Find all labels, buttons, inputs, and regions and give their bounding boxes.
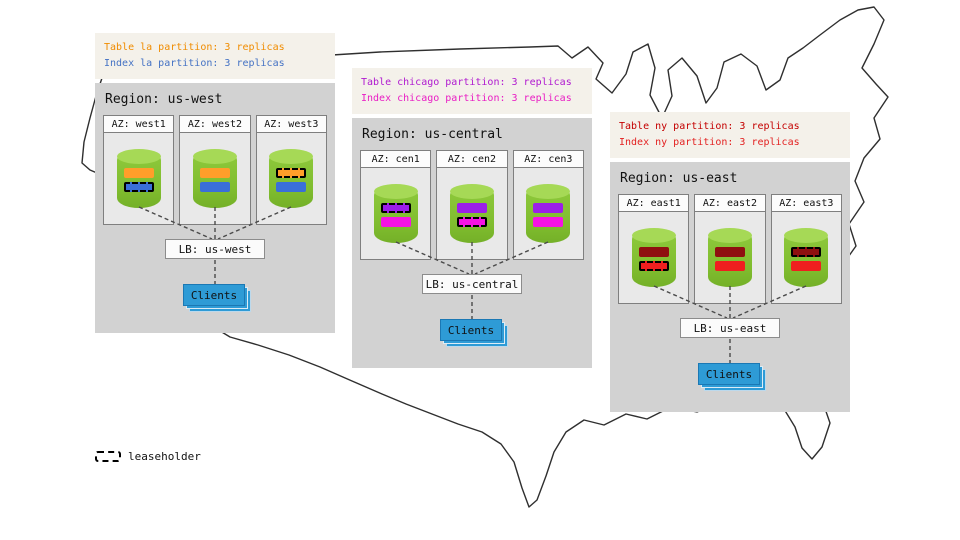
- database-cylinder-icon: [526, 183, 571, 243]
- load-balancer-node: LB: us-east: [680, 318, 780, 338]
- index-replica-bar: [199, 181, 230, 192]
- replica-bars: [456, 202, 487, 227]
- az-title: AZ: west3: [256, 116, 326, 133]
- load-balancer-node: LB: us-central: [422, 274, 522, 294]
- region-box: Region: us-east AZ: east1 AZ: east2: [610, 162, 850, 412]
- index-replica-bar: [456, 216, 487, 227]
- az-title: AZ: west1: [104, 116, 174, 133]
- az-content: [437, 168, 506, 259]
- az-title: AZ: cen2: [437, 151, 507, 168]
- index-replica-bar: [638, 260, 669, 271]
- replica-bars: [276, 167, 307, 192]
- replica-bars: [380, 202, 411, 227]
- clients-node: Clients: [440, 319, 508, 347]
- database-cylinder-icon: [116, 148, 161, 208]
- az-title: AZ: cen1: [361, 151, 431, 168]
- az-content: [257, 133, 326, 224]
- database-cylinder-icon: [631, 227, 676, 287]
- az-box: AZ: west3: [255, 115, 327, 225]
- index-partition-note: Index ny partition: 3 replicas: [619, 137, 800, 148]
- replica-bars: [638, 246, 669, 271]
- az-title: AZ: cen3: [513, 151, 583, 168]
- index-partition-note: Index la partition: 3 replicas: [104, 58, 285, 69]
- region-title: Region: us-west: [105, 92, 223, 107]
- clients-label: Clients: [440, 319, 502, 341]
- table-replica-bar: [123, 167, 154, 178]
- index-replica-bar: [714, 260, 745, 271]
- az-title: AZ: east3: [771, 195, 841, 212]
- table-replica-bar: [456, 202, 487, 213]
- clients-label: Clients: [698, 363, 760, 385]
- az-title: AZ: west2: [180, 116, 250, 133]
- replica-bars: [533, 202, 564, 227]
- clients-node: Clients: [183, 284, 251, 312]
- clients-node: Clients: [698, 363, 766, 391]
- az-content: [361, 168, 430, 259]
- region-group-us-west: Table la partition: 3 replicas Index la …: [95, 33, 335, 333]
- database-cylinder-icon: [784, 227, 829, 287]
- index-replica-bar: [533, 216, 564, 227]
- az-content: [180, 133, 249, 224]
- az-title: AZ: east1: [619, 195, 689, 212]
- index-replica-bar: [276, 181, 307, 192]
- table-partition-note: Table la partition: 3 replicas: [104, 42, 285, 53]
- table-replica-bar: [199, 167, 230, 178]
- az-content: [619, 212, 688, 303]
- partition-annotation: Table la partition: 3 replicas Index la …: [95, 33, 335, 79]
- database-cylinder-icon: [373, 183, 418, 243]
- az-content: [695, 212, 764, 303]
- replica-bars: [791, 246, 822, 271]
- az-box: AZ: west1: [103, 115, 175, 225]
- az-row: AZ: east1 AZ: east2: [618, 194, 842, 304]
- database-cylinder-icon: [449, 183, 494, 243]
- table-replica-bar: [380, 202, 411, 213]
- az-box: AZ: east1: [618, 194, 690, 304]
- az-box: AZ: west2: [179, 115, 251, 225]
- index-replica-bar: [380, 216, 411, 227]
- az-row: AZ: cen1 AZ: cen2: [360, 150, 584, 260]
- az-title: AZ: east2: [695, 195, 765, 212]
- region-title: Region: us-central: [362, 127, 503, 142]
- load-balancer-node: LB: us-west: [165, 239, 265, 259]
- region-group-us-east: Table ny partition: 3 replicas Index ny …: [610, 112, 850, 412]
- table-partition-note: Table chicago partition: 3 replicas: [361, 77, 572, 88]
- region-box: Region: us-central AZ: cen1 AZ: cen2: [352, 118, 592, 368]
- az-box: AZ: east2: [694, 194, 766, 304]
- table-replica-bar: [533, 202, 564, 213]
- legend: leaseholder: [95, 450, 201, 463]
- legend-label: leaseholder: [128, 450, 201, 463]
- region-group-us-central: Table chicago partition: 3 replicas Inde…: [352, 68, 592, 368]
- table-replica-bar: [638, 246, 669, 257]
- table-replica-bar: [791, 246, 822, 257]
- region-title: Region: us-east: [620, 171, 738, 186]
- replica-bars: [199, 167, 230, 192]
- table-partition-note: Table ny partition: 3 replicas: [619, 121, 800, 132]
- az-content: [514, 168, 583, 259]
- index-replica-bar: [791, 260, 822, 271]
- index-replica-bar: [123, 181, 154, 192]
- database-cylinder-icon: [269, 148, 314, 208]
- az-content: [772, 212, 841, 303]
- region-box: Region: us-west AZ: west1 AZ: west2: [95, 83, 335, 333]
- az-box: AZ: cen3: [512, 150, 584, 260]
- az-content: [104, 133, 173, 224]
- database-cylinder-icon: [707, 227, 752, 287]
- index-partition-note: Index chicago partition: 3 replicas: [361, 93, 572, 104]
- az-box: AZ: east3: [770, 194, 842, 304]
- leaseholder-swatch-icon: [95, 451, 121, 462]
- partition-annotation: Table ny partition: 3 replicas Index ny …: [610, 112, 850, 158]
- table-replica-bar: [714, 246, 745, 257]
- database-cylinder-icon: [192, 148, 237, 208]
- clients-label: Clients: [183, 284, 245, 306]
- replica-bars: [714, 246, 745, 271]
- table-replica-bar: [276, 167, 307, 178]
- az-box: AZ: cen2: [436, 150, 508, 260]
- partition-annotation: Table chicago partition: 3 replicas Inde…: [352, 68, 592, 114]
- replica-bars: [123, 167, 154, 192]
- az-row: AZ: west1 AZ: west2: [103, 115, 327, 225]
- az-box: AZ: cen1: [360, 150, 432, 260]
